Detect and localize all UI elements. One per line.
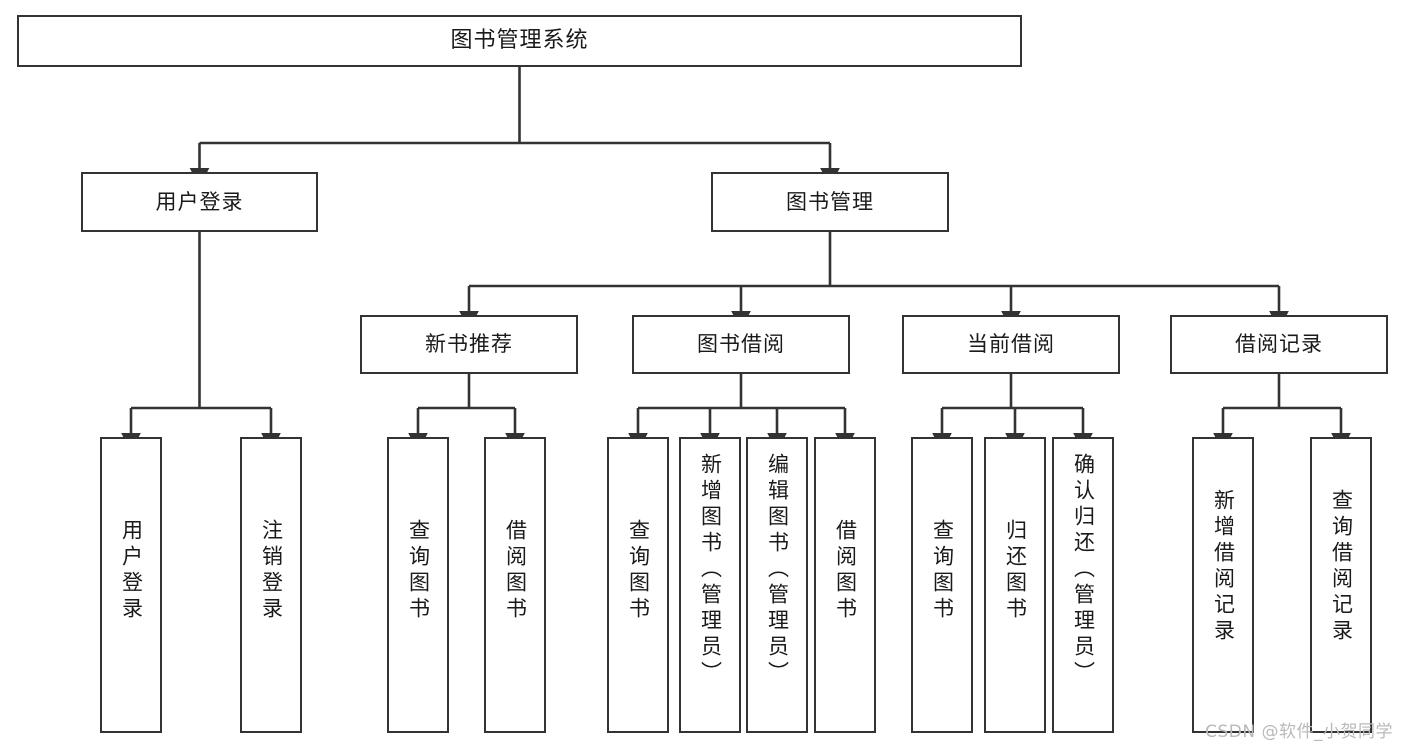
node-l-conf[interactable]: 确认归还（管理员） [1052,437,1114,733]
node-newrec[interactable]: 新书推荐 [360,315,578,374]
node-l-logout[interactable]: 注销登录 [240,437,302,733]
node-records[interactable]: 借阅记录 [1170,315,1388,374]
node-label: 新增借阅记录 [1211,489,1236,645]
node-label: 新增图书（管理员） [698,453,723,687]
node-l-edit[interactable]: 编辑图书（管理员） [746,437,808,733]
node-label: 借阅图书 [833,519,858,623]
node-label: 注销登录 [259,519,284,623]
node-label: 查询图书 [406,519,431,623]
node-label: 查询借阅记录 [1329,489,1354,645]
node-login[interactable]: 用户登录 [81,172,318,232]
node-label: 用户登录 [119,519,144,623]
node-l-q1[interactable]: 查询图书 [387,437,449,733]
node-label: 确认归还（管理员） [1071,453,1096,687]
node-label: 借阅记录 [1235,332,1323,357]
node-label: 新书推荐 [425,332,513,357]
node-label: 图书管理系统 [450,28,589,54]
node-label: 查询图书 [930,519,955,623]
node-l-b1[interactable]: 借阅图书 [484,437,546,733]
node-l-q3[interactable]: 查询图书 [911,437,973,733]
node-l-addrec[interactable]: 新增借阅记录 [1192,437,1254,733]
node-bookmgmt[interactable]: 图书管理 [711,172,949,232]
node-l-q2[interactable]: 查询图书 [607,437,669,733]
node-label: 图书借阅 [697,332,785,357]
node-borrow[interactable]: 图书借阅 [632,315,850,374]
node-label: 编辑图书（管理员） [765,453,790,687]
node-label: 归还图书 [1003,519,1028,623]
node-current[interactable]: 当前借阅 [902,315,1120,374]
node-label: 当前借阅 [967,332,1055,357]
node-l-add[interactable]: 新增图书（管理员） [679,437,741,733]
node-label: 图书管理 [786,189,874,214]
node-label: 查询图书 [626,519,651,623]
node-l-login[interactable]: 用户登录 [100,437,162,733]
node-l-qrec[interactable]: 查询借阅记录 [1310,437,1372,733]
node-root[interactable]: 图书管理系统 [17,15,1022,67]
node-label: 用户登录 [155,189,244,214]
node-label: 借阅图书 [503,519,528,623]
watermark-text: CSDN @软件_小贺同学 [1205,722,1393,742]
node-l-b2[interactable]: 借阅图书 [814,437,876,733]
node-l-ret[interactable]: 归还图书 [984,437,1046,733]
